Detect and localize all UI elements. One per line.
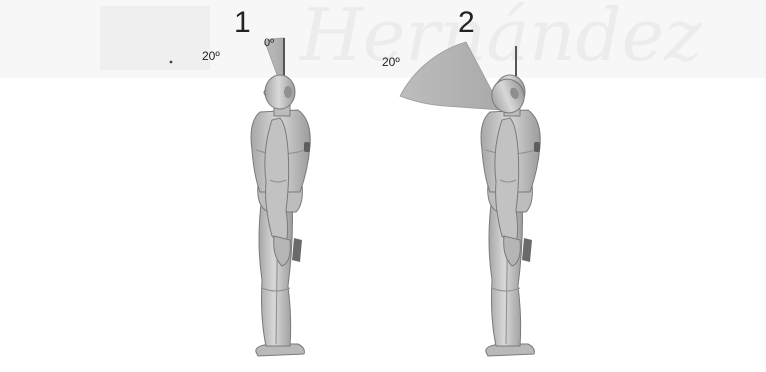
- watermark-text: Hernández: [298, 0, 703, 77]
- figure-1-angle-zero-label: 0º: [264, 37, 274, 49]
- figure-1-dot: [170, 61, 173, 64]
- watermark-logo-block: [100, 6, 210, 70]
- figure-2-mannequin: [481, 75, 540, 356]
- figure-1-mannequin: [251, 75, 310, 356]
- figure-2-angle-back-label: 20º: [382, 55, 400, 69]
- figure-1-number: 1: [234, 6, 251, 39]
- figure-1-angle-back-label: 20º: [202, 49, 220, 63]
- figure-2-number: 2: [458, 6, 475, 39]
